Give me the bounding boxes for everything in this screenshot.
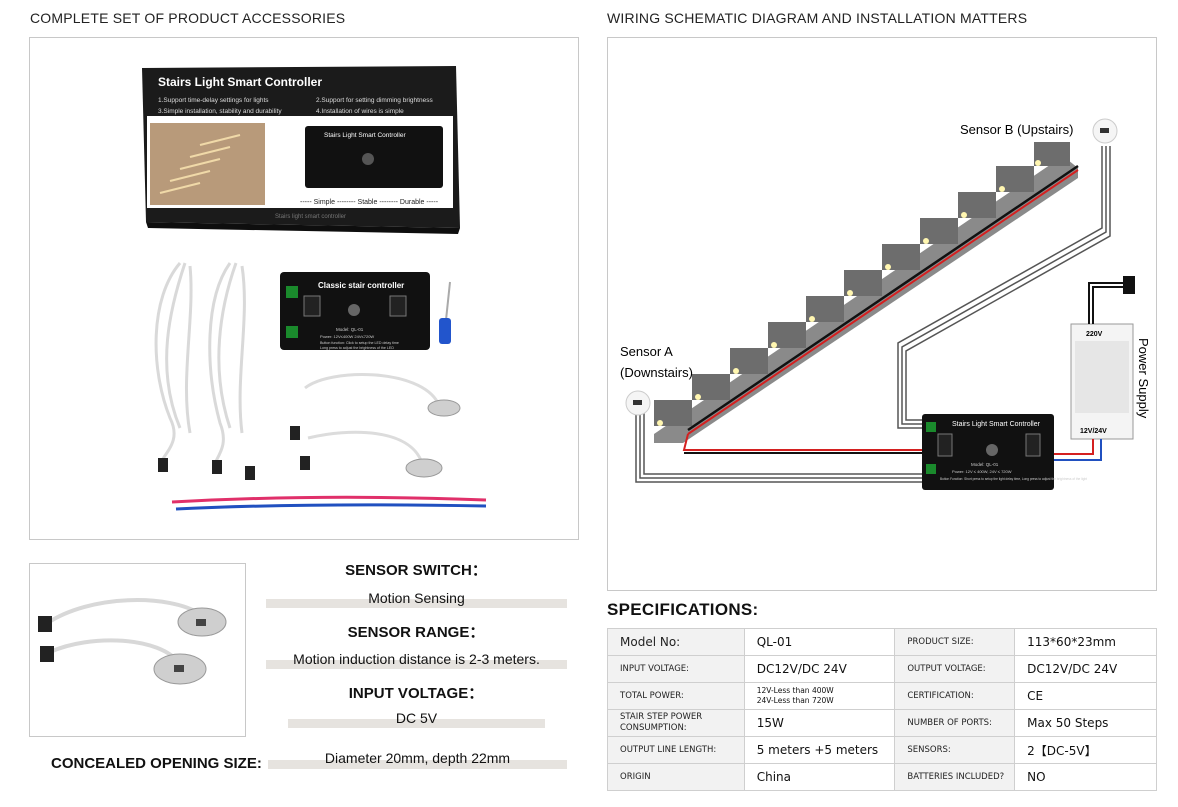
- spec-key: INPUT VOLTAGE:: [607, 655, 745, 683]
- controller-diagram-power: Power: 12V ≤ 400W, 24V ≤ 720W: [952, 469, 1012, 474]
- bar-2: [266, 660, 567, 669]
- sensor-a-label: Sensor A: [620, 344, 673, 359]
- spec-key-line: STAIR STEP POWER: [620, 712, 703, 722]
- accessories-title: COMPLETE SET OF PRODUCT ACCESSORIES: [30, 10, 346, 26]
- controller-photo-line2: Long press to adjust the brightness of t…: [320, 346, 394, 350]
- spec-value: China: [743, 763, 896, 791]
- concealed-opening-title: CONCEALED OPENING SIZE:: [51, 755, 262, 772]
- table-row: OUTPUT LINE LENGTH: 5 meters +5 meters S…: [607, 736, 1157, 764]
- controller-photo-title: Classic stair controller: [318, 281, 404, 290]
- sensor-wires: [635, 146, 1111, 483]
- controller-diagram-title: Stairs Light Smart Controller: [952, 421, 1041, 428]
- table-row: INPUT VOLTAGE: DC12V/DC 24V OUTPUT VOLTA…: [607, 655, 1157, 683]
- wiring-panel: Sensor B (Upstairs) Sensor A (Downstairs…: [607, 37, 1157, 591]
- box-feature-1: 1.Support time-delay settings for lights: [158, 97, 269, 104]
- spec-value: DC12V/DC 24V: [743, 655, 896, 683]
- spec-key: CERTIFICATION:: [894, 682, 1016, 710]
- spec-key-line: CONSUMPTION:: [620, 723, 687, 733]
- sensor-range-title: SENSOR RANGE：: [347, 624, 485, 641]
- spec-key: OUTPUT VOLTAGE:: [894, 655, 1016, 683]
- spec-value: 5 meters +5 meters: [743, 736, 896, 764]
- wire-coils: [154, 262, 246, 464]
- spec-value: DC12V/DC 24V: [1014, 655, 1157, 683]
- sensor-range-value: Motion induction distance is 2-3 meters.: [293, 651, 540, 667]
- box-title: Stairs Light Smart Controller: [158, 75, 322, 89]
- spec-value: NO: [1014, 763, 1157, 791]
- controller-photo-power: Power: 12V≤400W 24V≤720W: [320, 334, 374, 339]
- controller-photo-model: Model: QL-01: [336, 327, 364, 332]
- spec-key: OUTPUT LINE LENGTH:: [607, 736, 745, 764]
- sensor-photo-panel: [29, 563, 246, 737]
- spec-value-line: 12V-Less than 400W: [756, 686, 834, 695]
- table-row: Model No: QL-01 PRODUCT SIZE: 113*60*23m…: [607, 628, 1157, 656]
- table-row: ORIGIN China BATTERIES INCLUDED? NO: [607, 763, 1157, 791]
- spec-key: NUMBER OF PORTS:: [894, 709, 1016, 737]
- bar-4: [268, 760, 567, 769]
- box-side-text: Stairs light smart controller: [275, 214, 346, 220]
- spec-value: CE: [1014, 682, 1157, 710]
- spec-value: 2【DC-5V】: [1014, 736, 1157, 764]
- power-12v24v: 12V/24V: [1080, 428, 1107, 435]
- spec-value-line: 24V-Less than 720W: [756, 696, 834, 705]
- sensor-head-icon-2: [405, 458, 443, 478]
- sensor-switch-value: Motion Sensing: [368, 590, 465, 606]
- spec-value: Max 50 Steps: [1014, 709, 1157, 737]
- wiring-title: WIRING SCHEMATIC DIAGRAM AND INSTALLATIO…: [607, 10, 1028, 26]
- power-220v: 220V: [1086, 331, 1103, 338]
- controller-photo: Classic stair controller Model: QL-01 Po…: [280, 272, 430, 350]
- screwdriver-icon: [439, 281, 451, 344]
- product-box: Stairs Light Smart Controller 1.Support …: [142, 66, 460, 234]
- controller-diagram-button: Button Function: Short press to setup th…: [940, 477, 1087, 481]
- box-inner-title: Stairs Light Smart Controller: [324, 132, 406, 139]
- power-supply-label: Power Supply: [1136, 338, 1151, 419]
- sensor-a-icon: [625, 390, 651, 416]
- spec-key: BATTERIES INCLUDED?: [894, 763, 1016, 791]
- sensor-b-label: Sensor B (Upstairs): [960, 122, 1073, 137]
- box-feature-2: 2.Support for setting dimming brightness: [316, 97, 433, 104]
- spec-value: 15W: [743, 709, 896, 737]
- box-feature-4: 4.Installation of wires is simple: [316, 108, 404, 115]
- box-feature-3: 3.Simple installation, stability and dur…: [158, 108, 282, 115]
- wiring-diagram: Sensor B (Upstairs) Sensor A (Downstairs…: [620, 118, 1151, 490]
- concealed-opening-value: Diameter 20mm, depth 22mm: [324, 750, 511, 766]
- spec-key: Model No:: [607, 628, 745, 656]
- spec-key: TOTAL POWER:: [607, 682, 745, 710]
- controller-diagram: Stairs Light Smart Controller Model: QL-…: [922, 414, 1087, 490]
- sensor-a-label-2: (Downstairs): [620, 365, 693, 380]
- accessories-panel: Stairs Light Smart Controller 1.Support …: [29, 37, 579, 540]
- staircase: [654, 142, 1079, 443]
- bar-3: [288, 719, 545, 728]
- spec-value: 113*60*23mm: [1014, 628, 1157, 656]
- sensor-head-icon: [427, 399, 461, 417]
- input-voltage-title: INPUT VOLTAGE：: [348, 685, 484, 702]
- sensor-b-icon: [1092, 118, 1118, 144]
- power-supply: 220V 12V/24V Power Supply: [1048, 276, 1151, 461]
- bar-1: [266, 599, 567, 608]
- controller-diagram-model: Model: QL-01: [971, 462, 999, 467]
- sensor-photo: [38, 598, 227, 685]
- accessories-illustration: Stairs Light Smart Controller 1.Support …: [142, 66, 487, 511]
- spec-key: SENSORS:: [894, 736, 1016, 764]
- input-voltage-value: DC 5V: [395, 710, 438, 726]
- spec-key: PRODUCT SIZE:: [894, 628, 1016, 656]
- controller-photo-line1: Button function: Click to setup the LED …: [320, 341, 399, 345]
- sensor-cables: [304, 373, 440, 464]
- spec-key: ORIGIN: [607, 763, 745, 791]
- specifications-table: Model No: QL-01 PRODUCT SIZE: 113*60*23m…: [607, 628, 1157, 791]
- specifications-title: SPECIFICATIONS:: [607, 600, 759, 619]
- spec-value: QL-01: [743, 628, 896, 656]
- sensor-switch-title: SENSOR SWITCH：: [345, 562, 487, 579]
- box-tagline: ----- Simple -------- Stable -------- Du…: [300, 199, 439, 206]
